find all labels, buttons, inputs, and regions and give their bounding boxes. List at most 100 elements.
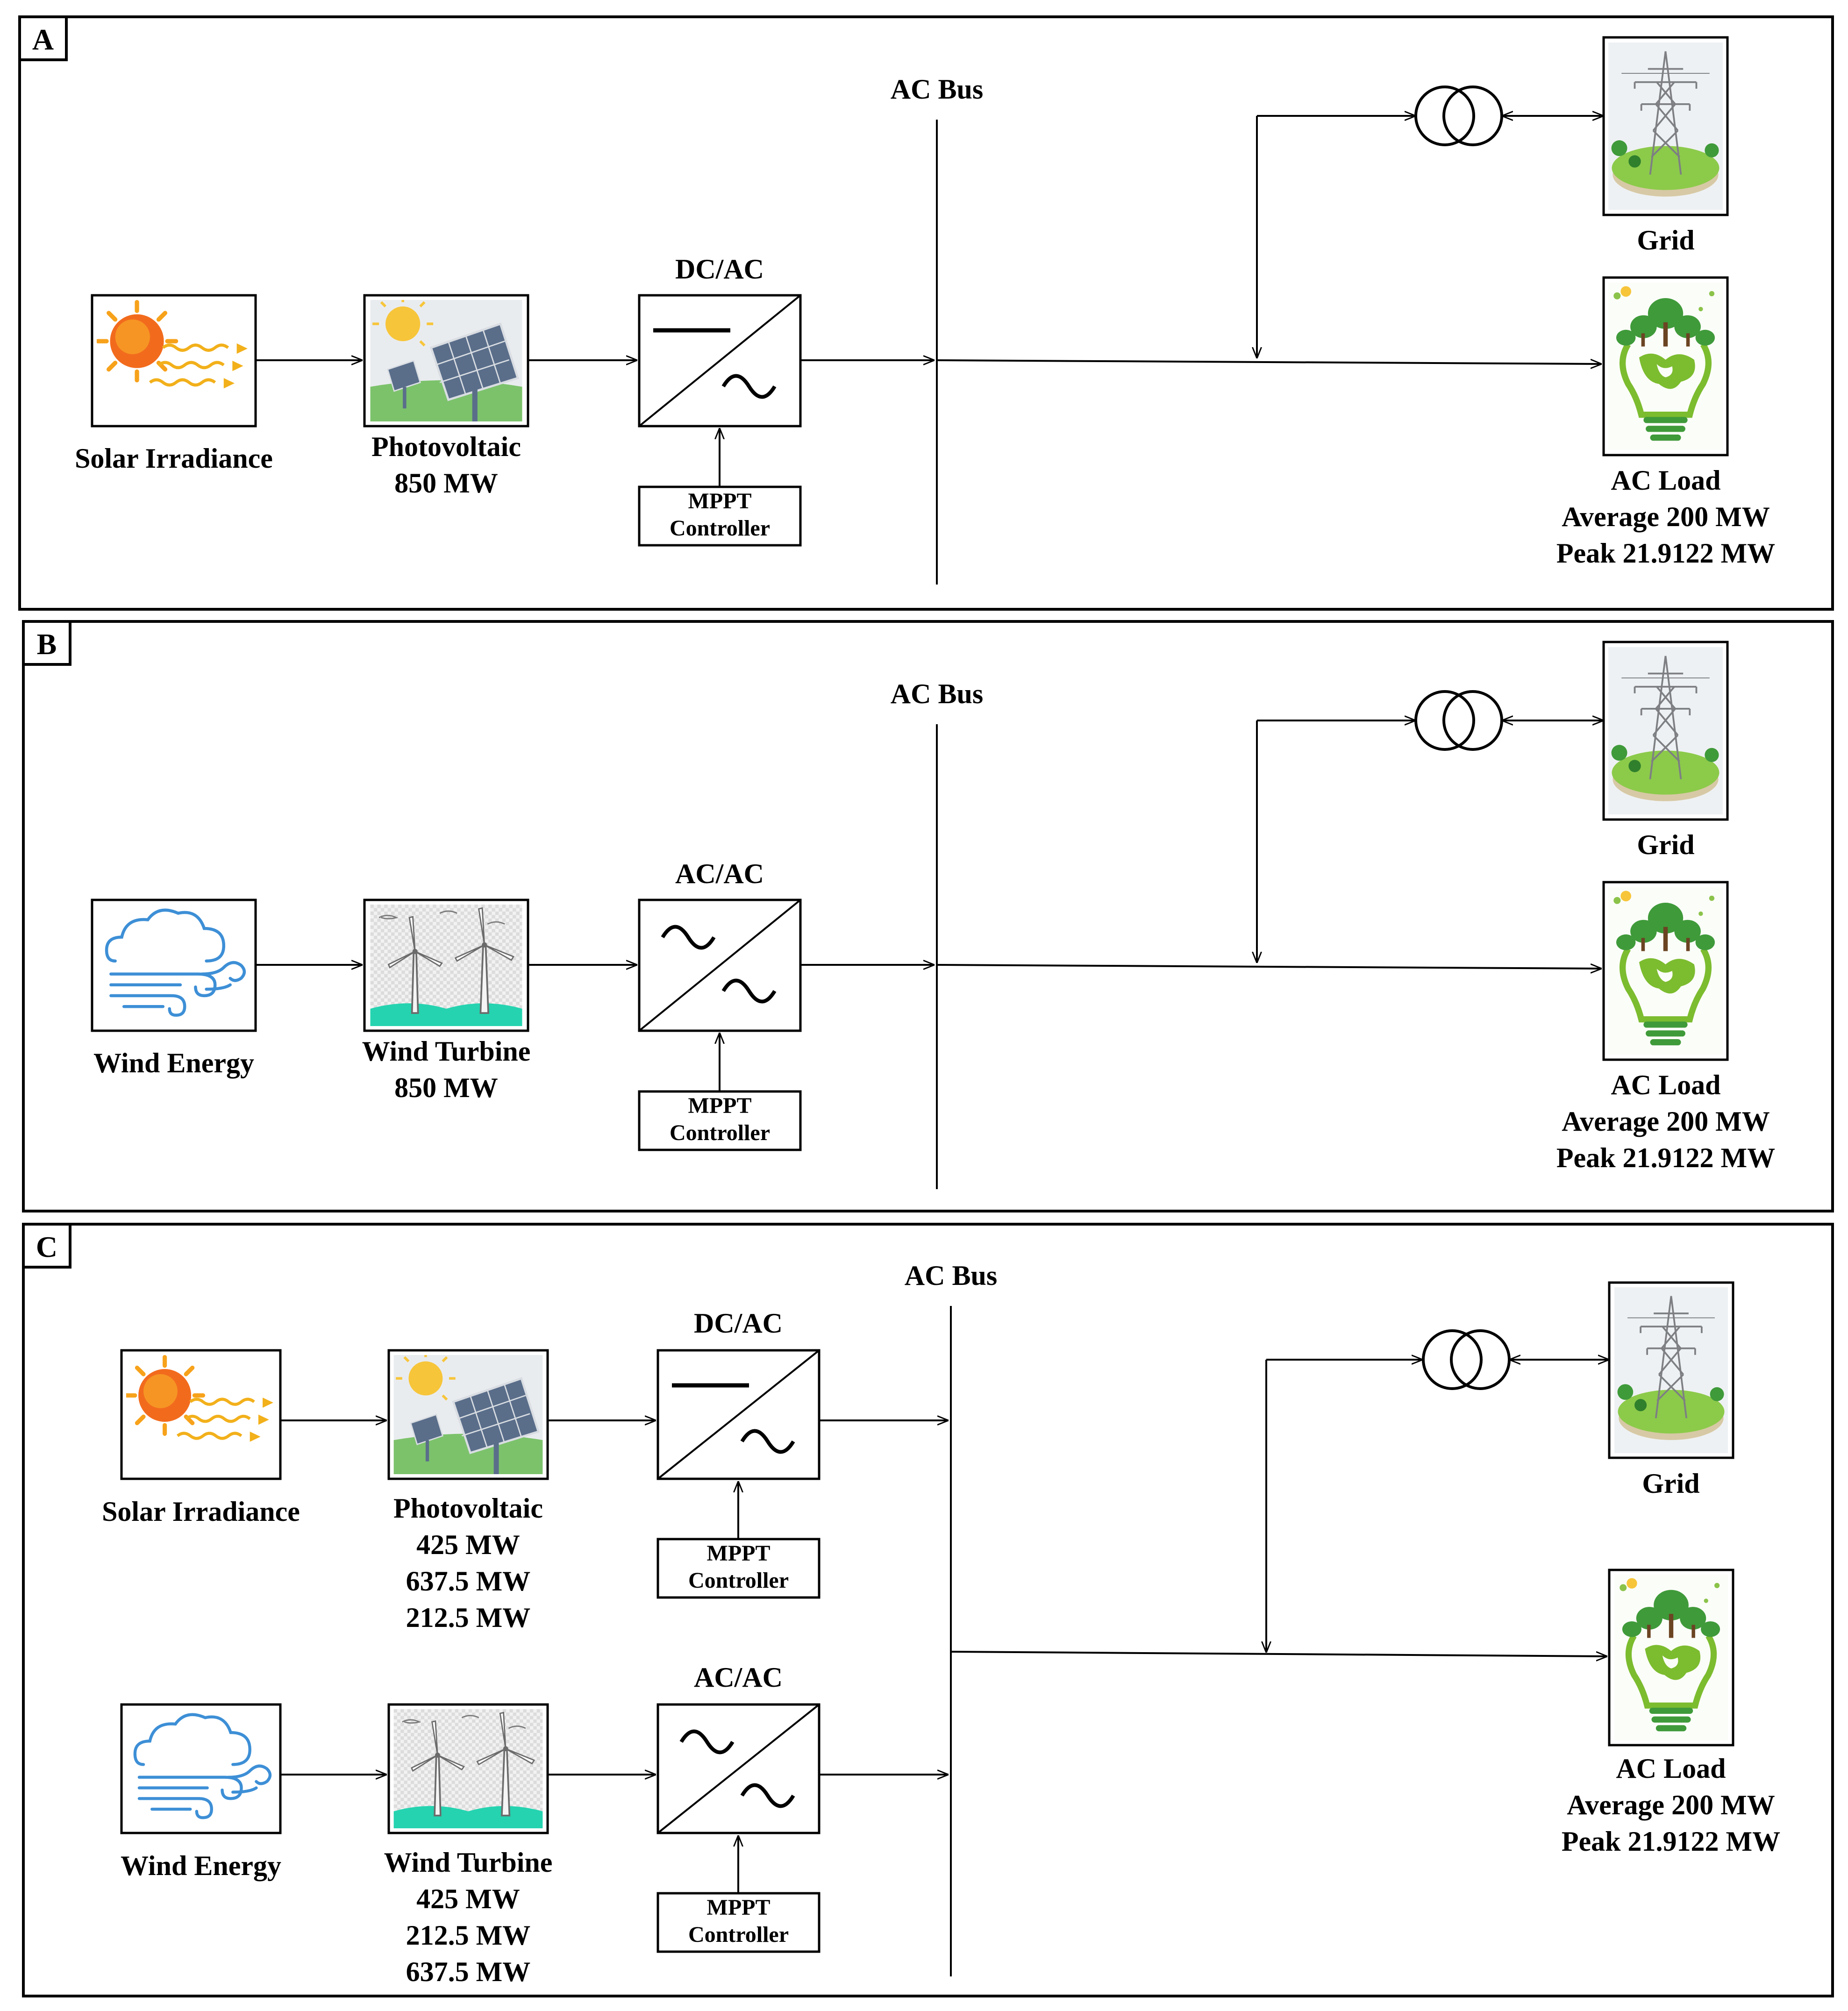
controller-label-line1: MPPT (707, 1895, 771, 1920)
panel-frame (22, 620, 1834, 1212)
converter-block (638, 899, 802, 1032)
source-box-frame (120, 1349, 282, 1480)
source-label: Solar Irradiance (102, 1496, 300, 1527)
source-box-frame (91, 294, 257, 428)
grid-icon (1608, 42, 1723, 210)
converter-block (638, 294, 802, 428)
controller-label-line1: MPPT (707, 1541, 771, 1566)
generator-box (387, 1349, 549, 1480)
source-box (120, 1349, 282, 1480)
source-box-frame (91, 899, 257, 1032)
grid-label: Grid (1642, 1468, 1699, 1499)
grid-box (1608, 1281, 1734, 1459)
generator-capacity: 212.5 MW (406, 1920, 531, 1951)
controller-label-line2: Controller (688, 1568, 789, 1593)
controller-label-line2: Controller (670, 516, 770, 541)
load-icon (1614, 1575, 1728, 1740)
ac-bus-label: AC Bus (891, 678, 983, 709)
controller-frame (656, 1538, 821, 1599)
load-peak: Peak 21.9122 MW (1556, 1142, 1775, 1173)
generator-label: Photovoltaic (371, 431, 521, 462)
converter-diagonal (638, 294, 801, 427)
controller-frame (638, 485, 802, 547)
converter-diagonal (657, 1349, 820, 1480)
load-icon (1608, 887, 1723, 1055)
source-label: Wind Energy (93, 1048, 254, 1078)
source-label: Wind Energy (121, 1850, 281, 1881)
mppt-controller: MPPT Controller (638, 485, 802, 547)
load-peak: Peak 21.9122 MW (1562, 1826, 1780, 1857)
panel-frame (18, 15, 1834, 611)
generator-icon (369, 905, 523, 1026)
bus-to-load-arrow (950, 1651, 1607, 1656)
panel-id-box (22, 1223, 71, 1269)
converter-block (656, 1703, 821, 1834)
ac-symbol-bottom (740, 1429, 795, 1454)
controller-frame (638, 1090, 802, 1151)
grid-label: Grid (1637, 829, 1694, 860)
ac-symbol-bottom (740, 1783, 795, 1808)
ac-symbol-top (661, 925, 716, 950)
transformer-symbol (1422, 1329, 1511, 1390)
panel-id-label: C (36, 1230, 57, 1263)
converter-label: DC/AC (694, 1308, 783, 1339)
ac-bus-label: AC Bus (891, 74, 983, 105)
load-label: AC Load (1616, 1753, 1726, 1784)
transformer-coil-1 (1414, 86, 1475, 146)
ac-symbol-bottom (721, 978, 777, 1004)
transformer-coil-1 (1414, 690, 1475, 751)
converter-label: AC/AC (675, 858, 764, 889)
generator-label: Wind Turbine (384, 1847, 553, 1878)
load-box (1602, 881, 1729, 1061)
grid-icon (1614, 1287, 1728, 1453)
load-average: Average 200 MW (1567, 1790, 1775, 1820)
panel-id-label: B (37, 628, 57, 661)
generator-capacity: 850 MW (394, 1072, 498, 1103)
grid-icon (1608, 647, 1723, 815)
generator-icon (393, 1709, 543, 1828)
converter-block (656, 1349, 821, 1480)
panel-id-box (18, 15, 68, 61)
panel-id-box (22, 620, 71, 666)
grid-box (1602, 641, 1729, 821)
converter-label: DC/AC (675, 254, 764, 285)
source-label: Solar Irradiance (75, 443, 273, 474)
load-icon (1608, 283, 1723, 450)
controller-label-line1: MPPT (688, 489, 752, 513)
load-average: Average 200 MW (1562, 501, 1770, 532)
generator-capacity: 425 MW (416, 1883, 520, 1914)
source-box (91, 899, 257, 1032)
load-label: AC Load (1611, 1070, 1720, 1100)
load-average: Average 200 MW (1562, 1106, 1770, 1137)
controller-label-line2: Controller (688, 1922, 789, 1947)
generator-box (387, 1703, 549, 1834)
load-peak: Peak 21.9122 MW (1556, 538, 1775, 569)
ac-symbol-bottom (721, 374, 777, 399)
generator-capacity: 850 MW (394, 468, 498, 499)
controller-frame (656, 1892, 821, 1953)
load-box (1602, 276, 1729, 456)
wind-branch: Wind Energy Wind Turbine 425 MW 212.5 MW 637… (120, 1662, 949, 1987)
transformer-coil-1 (1422, 1329, 1483, 1390)
generator-capacity: 212.5 MW (406, 1602, 531, 1633)
source-box-frame (120, 1703, 282, 1834)
load-label: AC Load (1611, 465, 1720, 496)
transformer-symbol (1414, 690, 1503, 751)
panel-id-label: A (32, 23, 54, 56)
converter-diagonal (638, 899, 801, 1032)
generator-capacity: 637.5 MW (406, 1956, 531, 1987)
generator-label: Wind Turbine (362, 1036, 531, 1067)
grid-box (1602, 36, 1729, 216)
generator-box (363, 294, 529, 428)
generator-box (363, 899, 529, 1032)
transformer-symbol (1414, 86, 1503, 146)
converter-diagonal (657, 1704, 820, 1834)
